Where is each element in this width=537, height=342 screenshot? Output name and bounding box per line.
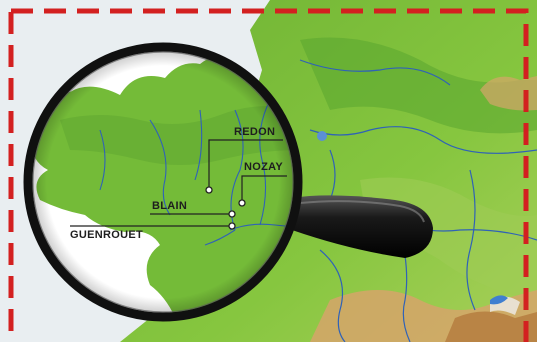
magnifier-handle: [292, 195, 433, 258]
guenrouet-label: GUENROUET: [70, 229, 143, 241]
place-blain: BLAIN: [150, 200, 236, 218]
redon-label: REDON: [234, 126, 275, 138]
place-guenrouet: GUENROUET: [70, 222, 236, 241]
guenrouet-marker: [228, 222, 236, 230]
blain-label: BLAIN: [152, 200, 187, 212]
redon-marker: [205, 186, 213, 194]
place-redon: REDON: [205, 126, 283, 194]
place-labels: REDON NOZAY BLAIN GUENROUET: [70, 126, 287, 241]
nozay-marker: [238, 199, 246, 207]
blain-marker: [228, 210, 236, 218]
lens-rim: [23, 42, 303, 322]
lake: [317, 131, 327, 141]
place-nozay: NOZAY: [238, 161, 287, 207]
dashed-frame: [8, 8, 529, 342]
nozay-label: NOZAY: [244, 161, 283, 173]
magnifier-lens: [23, 42, 303, 322]
